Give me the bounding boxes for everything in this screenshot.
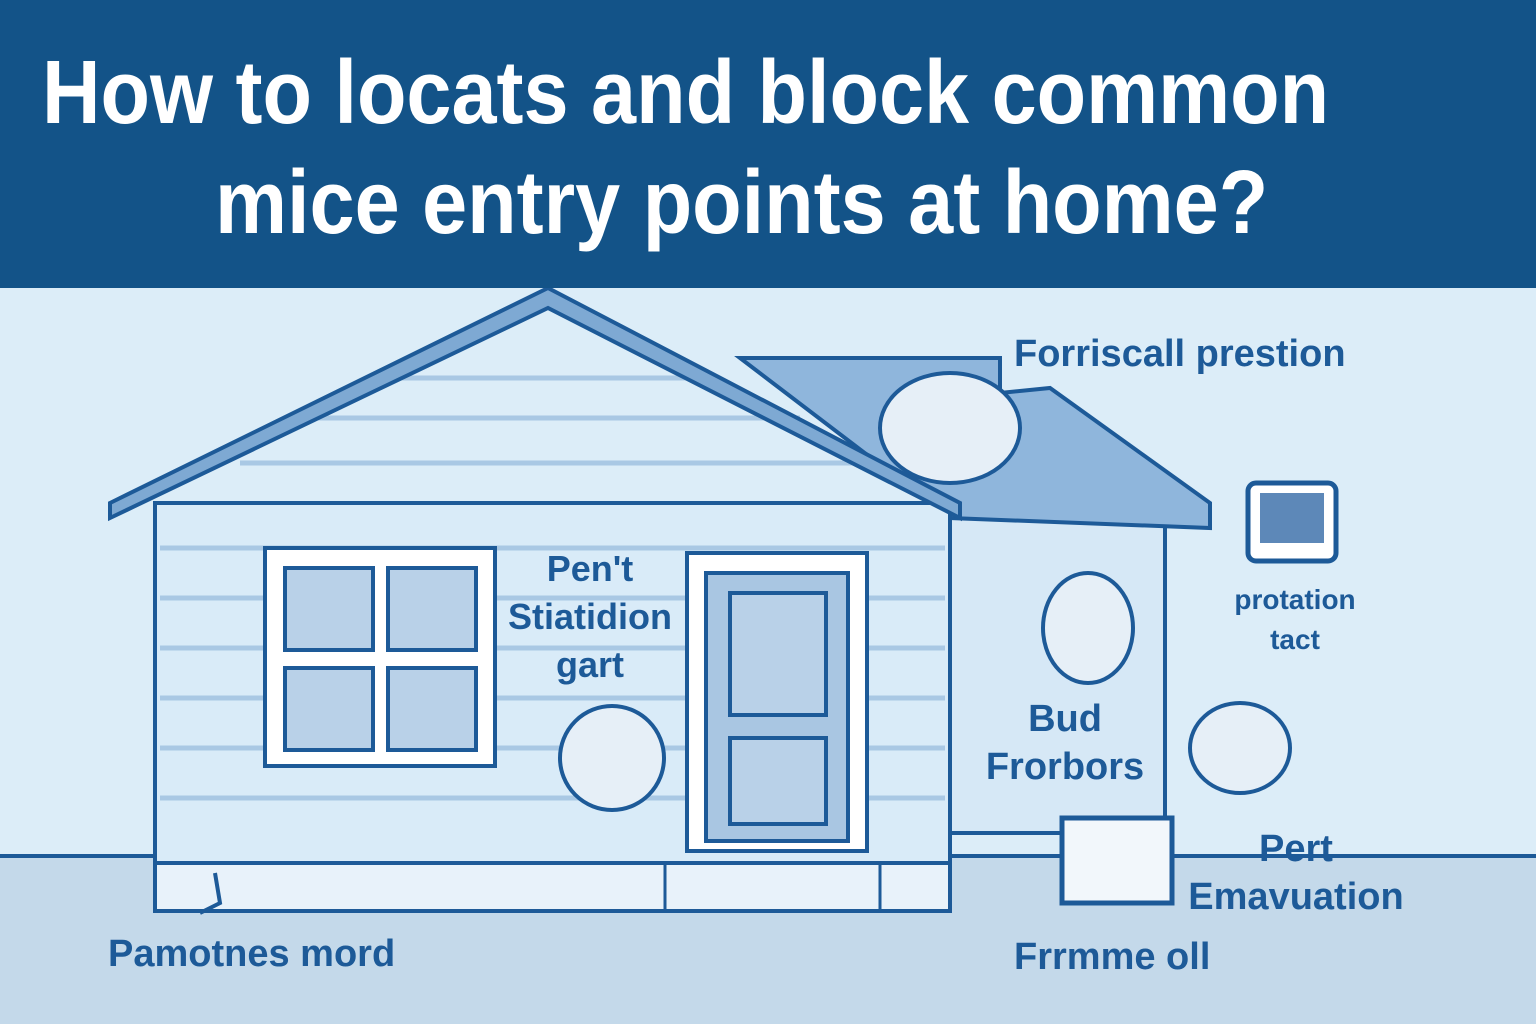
label-vent: protation tact <box>1234 584 1356 655</box>
page-title: How to locats and block common mice entr… <box>0 0 1536 288</box>
label-bottom-right: Frrmme oll <box>1014 936 1211 978</box>
vent-icon <box>1245 480 1339 564</box>
label-bottom-left: Pamotnes mord <box>108 933 396 975</box>
door <box>685 551 869 853</box>
label-side-wall: Bud Frorbors <box>985 698 1145 788</box>
trap-box <box>1059 815 1175 906</box>
label-roof: Forriscall prestion <box>1014 333 1346 375</box>
title-banner: How to locats and block common mice entr… <box>0 0 1536 288</box>
title-line-2: mice entry points at home? <box>215 153 1269 253</box>
mouse-nest-icons <box>199 371 1292 915</box>
label-ground-right: Pert Emavuation <box>1188 828 1404 918</box>
title-line-1: How to locats and block common <box>42 43 1330 143</box>
window <box>263 546 497 768</box>
label-wall-center: Pen't Stiatidion gart <box>508 548 672 685</box>
house-illustration <box>0 288 1536 1024</box>
